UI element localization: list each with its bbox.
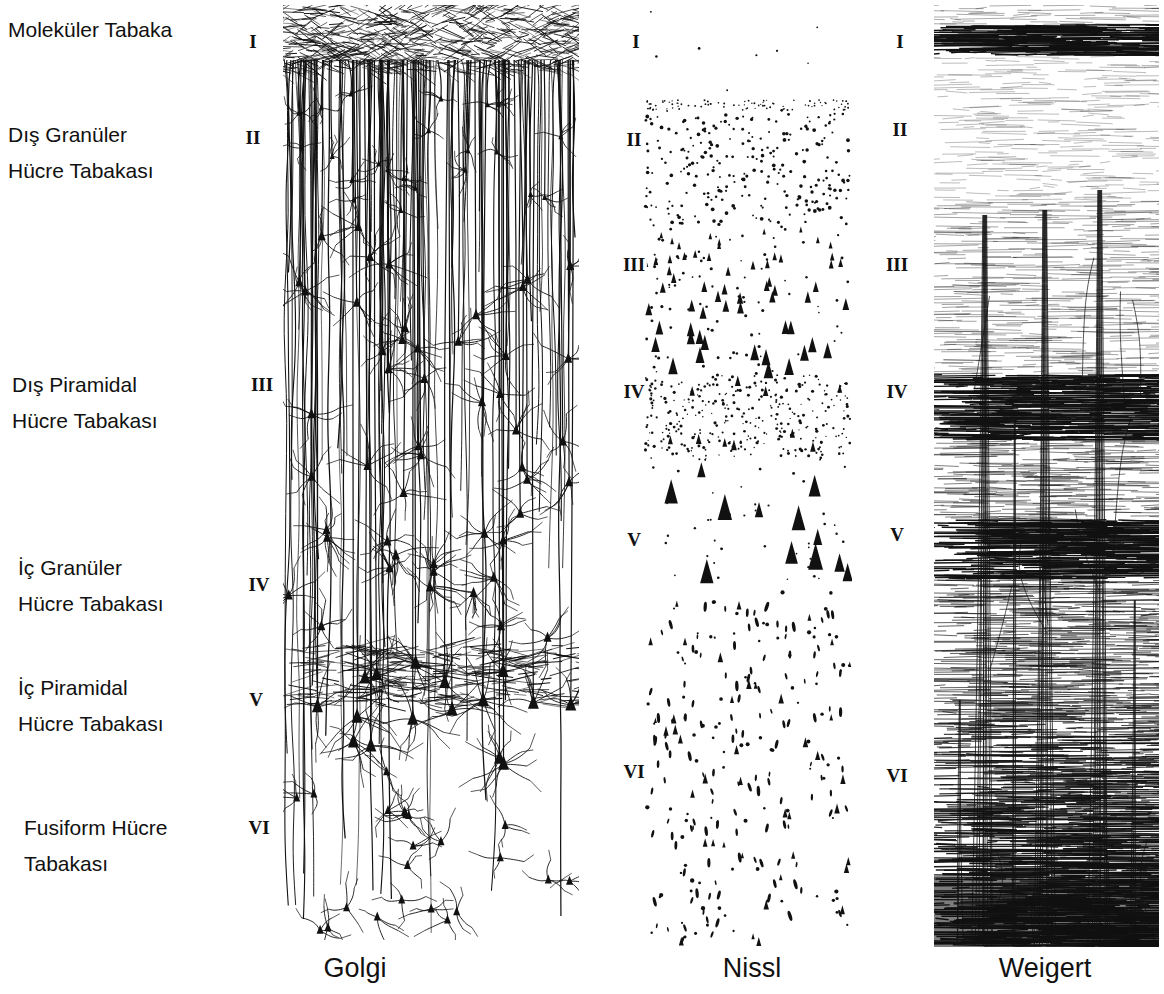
- nissl-stain: [644, 11, 852, 946]
- layer-numeral: III: [249, 374, 275, 396]
- layer-name: Dış Granüler Hücre Tabakası: [8, 117, 163, 189]
- layer-numeral: I: [630, 31, 641, 53]
- stain-name: Golgi: [323, 952, 386, 984]
- layer-numeral: IV: [621, 381, 646, 403]
- stain-name: Nissl: [723, 952, 782, 984]
- layer-numeral: IV: [246, 574, 271, 596]
- layer-name: İç Piramidal Hücre Tabakası: [18, 670, 173, 742]
- layer-numeral: I: [894, 31, 905, 53]
- layer-numeral: VI: [246, 817, 271, 839]
- layer-name: Moleküler Tabaka: [8, 12, 248, 48]
- layer-name: Dış Piramidal Hücre Tabakası: [12, 367, 167, 439]
- layer-numeral: IV: [884, 381, 909, 403]
- layer-numeral: V: [247, 689, 265, 711]
- layer-name: Fusiform Hücre Tabakası: [24, 810, 179, 882]
- stain-name: Weigert: [999, 952, 1092, 984]
- layer-numeral: II: [625, 129, 644, 151]
- layer-numeral: III: [884, 254, 910, 276]
- weigert-stain: [934, 5, 1159, 947]
- layer-numeral: VI: [884, 765, 909, 787]
- layer-numeral: V: [888, 524, 906, 546]
- golgi-stain: [283, 5, 579, 940]
- layer-numeral: II: [244, 127, 263, 149]
- layer-numeral: III: [621, 254, 647, 276]
- layer-numeral: V: [625, 529, 643, 551]
- layer-numeral: II: [891, 119, 910, 141]
- layer-numeral: VI: [621, 761, 646, 783]
- layer-name: İç Granüler Hücre Tabakası: [18, 550, 173, 622]
- layer-numeral: I: [247, 31, 258, 53]
